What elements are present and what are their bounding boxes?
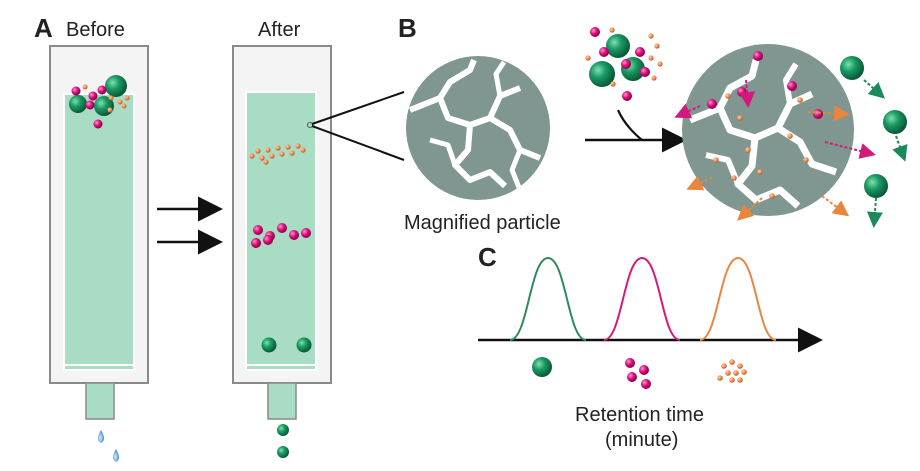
drop-icon — [113, 449, 119, 462]
peak-large-molecule — [509, 256, 587, 341]
column-before-outlet — [85, 382, 115, 420]
column-before — [49, 45, 149, 462]
magnified-particle-caption: Magnified particle — [404, 212, 561, 234]
before-label: Before — [66, 19, 125, 41]
panel-a-letter: A — [34, 13, 53, 43]
medium-molecule-icon — [625, 358, 651, 389]
magnified-particle — [406, 56, 550, 200]
curve-arrow — [616, 109, 643, 141]
panel-a: A Before After — [34, 13, 405, 462]
magnify-line — [311, 91, 405, 125]
small-molecule-icon — [717, 359, 747, 383]
peak-small-molecule — [699, 256, 777, 341]
column-after — [232, 45, 332, 458]
eluted-molecule — [277, 446, 289, 458]
axis-label-line1: Retention time — [575, 404, 704, 426]
panel-c-letter: C — [478, 242, 497, 272]
separating-particle — [674, 44, 908, 228]
peak-medium-molecule — [603, 256, 681, 341]
panel-b-letter: B — [398, 13, 417, 43]
large-molecule-band — [261, 337, 312, 353]
column-before-resin — [63, 93, 135, 371]
medium-molecule-band — [251, 223, 311, 248]
sample-mixture — [69, 75, 130, 129]
small-molecule-band — [249, 143, 306, 165]
after-label: After — [258, 19, 301, 41]
panel-c: C Retention time (minute) — [478, 242, 823, 451]
incoming-mixture — [585, 27, 663, 101]
drop-icon — [98, 430, 104, 443]
magnify-line — [311, 125, 405, 161]
large-molecule-icon — [532, 357, 552, 377]
axis-label-line2: (minute) — [605, 429, 678, 451]
column-after-outlet — [267, 382, 297, 420]
panel-b: B Magnified particle — [398, 13, 908, 234]
eluted-molecule — [277, 424, 289, 436]
